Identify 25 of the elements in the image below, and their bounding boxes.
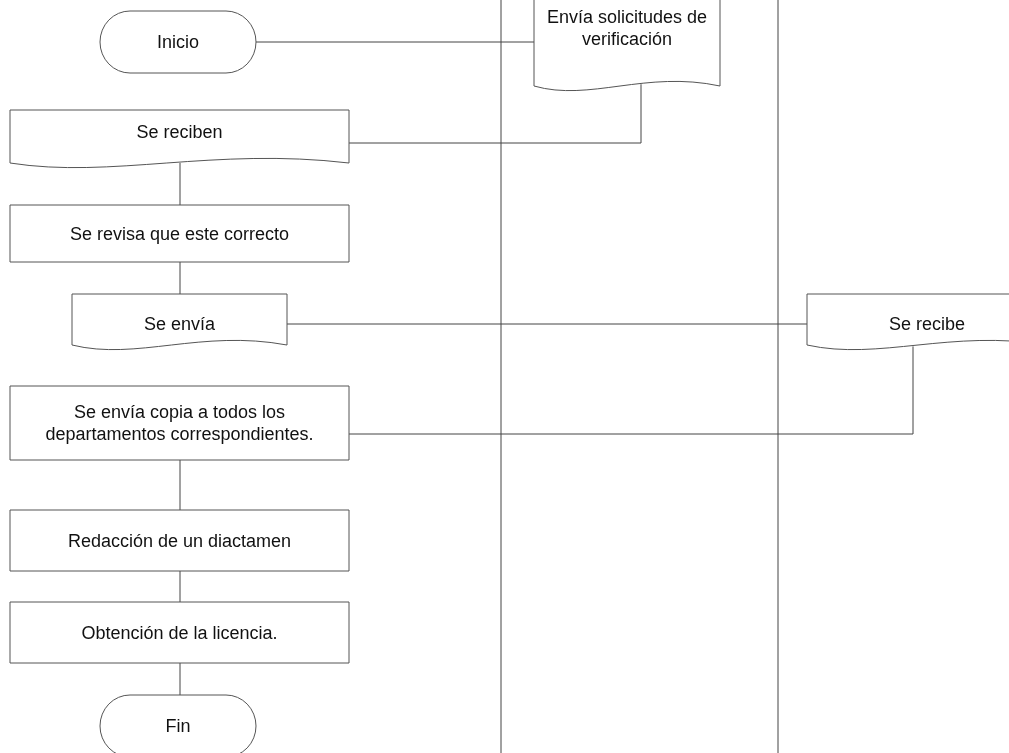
- node-text: Se envía copia a todos los departamentos correspondientes.: [44, 401, 315, 445]
- node-text: Se recibe: [888, 313, 965, 335]
- connector-line: [255, 41, 535, 43]
- node-text: Se envía: [143, 313, 216, 335]
- terminal-shape: [100, 11, 256, 73]
- connector-line: [179, 662, 181, 696]
- connector-line: [348, 83, 642, 144]
- node-text: Se reciben: [136, 121, 223, 143]
- node-text: Redacción de un diactamen: [67, 529, 292, 552]
- connector-line: [179, 261, 181, 295]
- process-box: [10, 205, 349, 262]
- connector-line: [348, 345, 914, 435]
- terminal-shape: [100, 695, 256, 753]
- process-box: [10, 386, 349, 460]
- connector-line: [179, 162, 181, 206]
- node-text: Se revisa que este correcto: [69, 222, 290, 245]
- connector-line: [286, 323, 808, 325]
- connector-line: [179, 570, 181, 603]
- node-text: Obtención de la licencia.: [81, 621, 278, 644]
- process-box: [10, 602, 349, 663]
- node-text: Envía solicitudes de verificación: [545, 6, 709, 50]
- connector-line: [179, 459, 181, 511]
- process-box: [10, 510, 349, 571]
- node-text: Fin: [165, 715, 191, 737]
- node-text: Inicio: [157, 31, 199, 53]
